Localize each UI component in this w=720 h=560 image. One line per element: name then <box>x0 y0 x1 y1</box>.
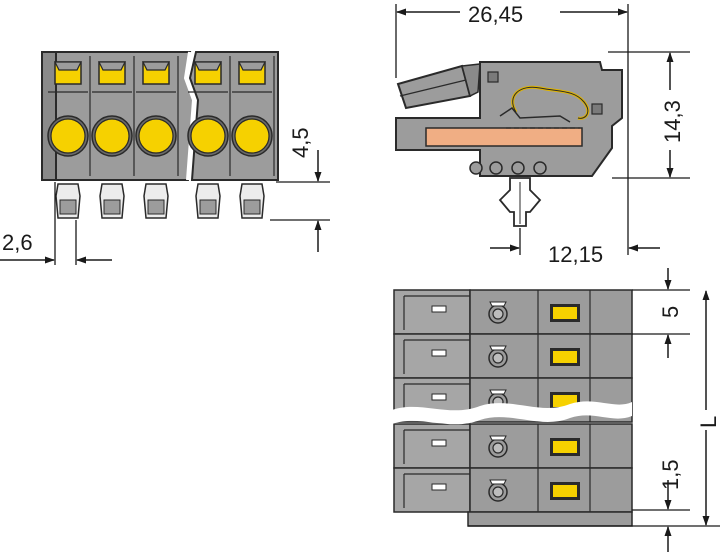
front-pole <box>187 56 231 219</box>
front-pole <box>47 56 91 219</box>
dim-side-pin-offset: 12,15 <box>548 242 603 267</box>
top-bottom-flange <box>467 511 633 527</box>
side-dimensions: 26,45 14,3 12,15 <box>395 2 690 267</box>
top-row <box>393 467 633 513</box>
side-release-lever <box>396 64 472 110</box>
dim-side-total-width: 26,45 <box>468 2 523 27</box>
actuator-button <box>553 485 577 497</box>
wire-entry <box>234 118 270 154</box>
side-view <box>395 61 623 227</box>
wire-entry <box>50 118 86 154</box>
side-contact-slot <box>425 127 583 147</box>
top-dimensions: 5 1,5 L <box>468 268 720 552</box>
front-pole <box>231 56 275 219</box>
front-side-wall <box>41 51 57 181</box>
actuator-button <box>553 307 577 319</box>
dim-top-pitch: 5 <box>658 306 683 318</box>
wire-entry <box>138 118 174 154</box>
dim-front-height-step: 4,5 <box>288 127 313 158</box>
dim-side-height: 14,3 <box>660 100 685 143</box>
top-break-line <box>392 401 632 425</box>
top-row <box>393 333 633 379</box>
wire-entry <box>94 118 130 154</box>
dim-top-bottom-offset: 1,5 <box>658 459 683 490</box>
front-view <box>41 51 279 219</box>
actuator-button <box>553 351 577 363</box>
front-pole <box>135 56 179 219</box>
dim-top-total-length: L <box>696 416 720 428</box>
front-pole <box>91 56 135 219</box>
dim-front-pin-offset: 2,6 <box>2 230 33 255</box>
top-view <box>392 289 633 527</box>
front-dimensions: 4,5 2,6 <box>0 127 330 265</box>
wire-entry <box>190 118 226 154</box>
front-poles <box>47 56 275 219</box>
actuator-button <box>553 441 577 453</box>
top-row <box>393 289 633 335</box>
top-row <box>393 423 633 469</box>
